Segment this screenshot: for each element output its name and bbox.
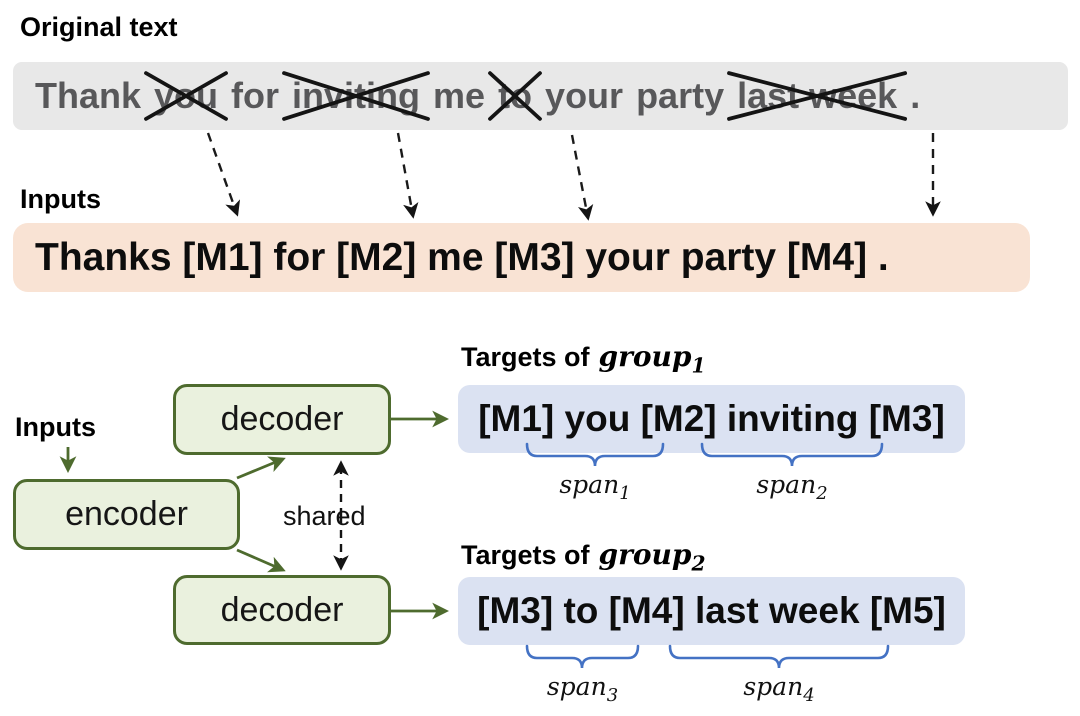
word: . [910, 75, 921, 116]
word: party [636, 75, 725, 116]
word: your [545, 75, 624, 116]
masked-inputs-bar: Thanks [M1] for [M2] me [M3] your party … [13, 223, 1030, 292]
model-inputs-label: Inputs [15, 412, 96, 442]
targets-group2-math: group2 [598, 538, 706, 576]
decoder-top-box: decoder [173, 384, 391, 455]
encoder-box: encoder [13, 479, 240, 550]
targets-group2-text: [M3] to [M4] last week [M5] [477, 590, 946, 631]
targets-group1-box: [M1] you [M2] inviting [M3] [458, 385, 965, 453]
crossed-word: to [498, 75, 532, 117]
original-text-heading: Original text [20, 12, 178, 42]
span2-label: span2 [756, 470, 828, 504]
mask-arrow-1 [206, 132, 241, 217]
crossed-word: you [154, 75, 218, 117]
encoder-to-decoder2-arrow [236, 548, 286, 573]
targets-group1-math: group1 [598, 340, 706, 378]
targets-group2-prefix: Targets of [461, 540, 590, 570]
encoder-label: encoder [65, 495, 188, 533]
targets-group1-text: [M1] you [M2] inviting [M3] [478, 398, 945, 439]
mask-arrow-3 [570, 134, 594, 221]
mask-arrow-2 [396, 132, 419, 219]
targets-group1-prefix: Targets of [461, 342, 590, 372]
shared-label: shared [283, 501, 366, 531]
decoder-bottom-label: decoder [220, 590, 344, 629]
targets-group1-heading: Targets of group1 [461, 340, 706, 378]
decoder-bottom-box: decoder [173, 575, 391, 645]
crossed-word: last week [737, 75, 897, 117]
word: Thank [35, 75, 142, 116]
decoder-top-label: decoder [220, 400, 344, 438]
mask-arrows [206, 132, 941, 221]
targets-group2-heading: Targets of group2 [461, 538, 706, 576]
word: me [433, 75, 486, 116]
span4-label: span4 [743, 672, 815, 706]
word: for [231, 75, 280, 116]
span1-label: span1 [559, 470, 631, 504]
targets-group2-box: [M3] to [M4] last week [M5] [458, 577, 965, 645]
span3-underbrace [525, 644, 640, 669]
span4-underbrace [668, 644, 890, 669]
crossed-word: inviting [292, 75, 420, 117]
masked-inputs-text: Thanks [M1] for [M2] me [M3] your party … [35, 235, 889, 279]
inputs-heading: Inputs [20, 184, 101, 214]
encoder-to-decoder1-arrow [236, 456, 286, 480]
span3-label: span3 [546, 672, 619, 706]
